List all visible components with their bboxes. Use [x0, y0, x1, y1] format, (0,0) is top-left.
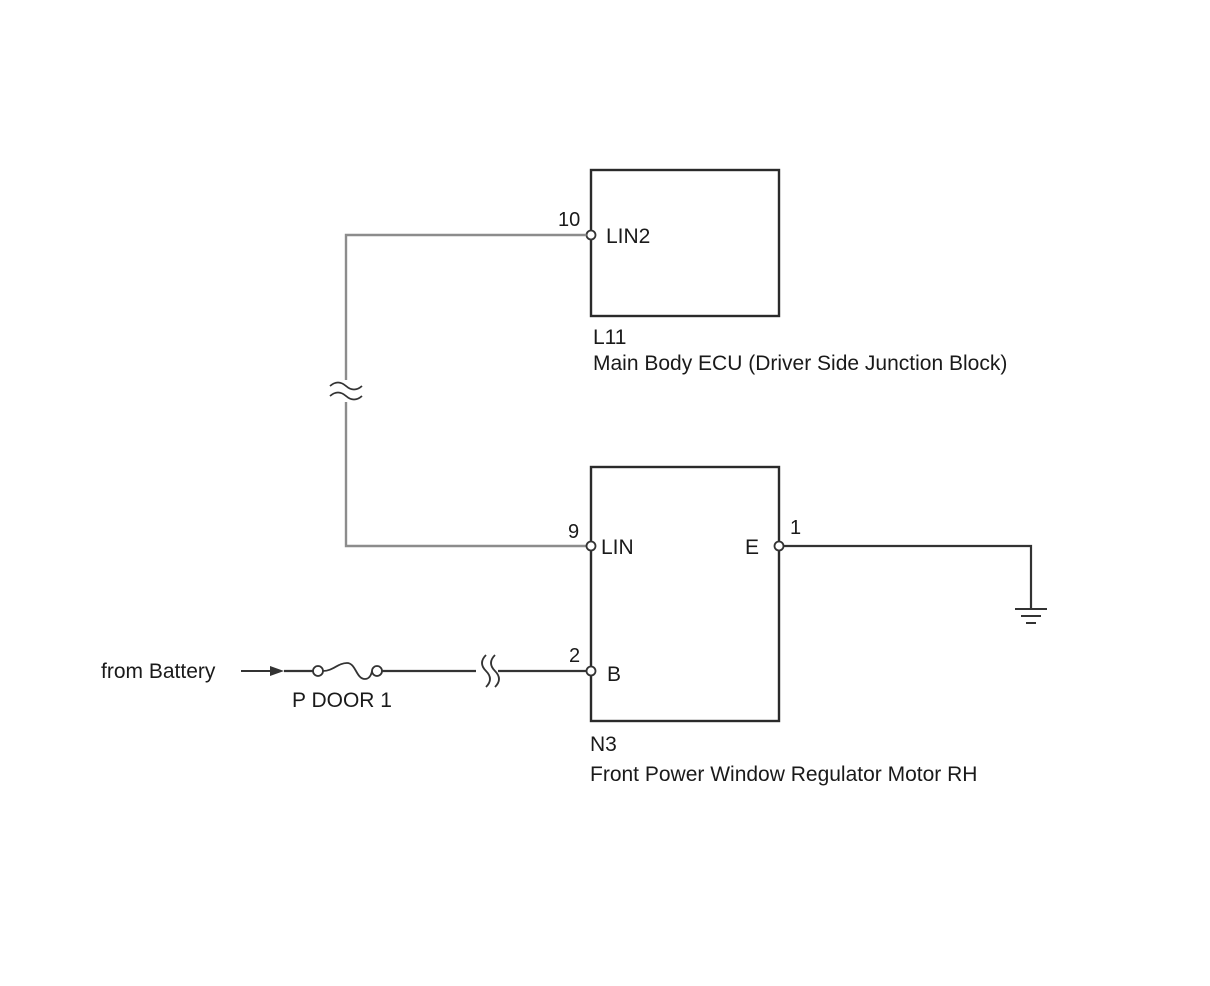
motor-name: Front Power Window Regulator Motor RH — [590, 763, 977, 786]
ecu-component: 10 LIN2 L11 Main Body ECU (Driver Side J… — [558, 168, 1007, 375]
power-source-label: from Battery — [101, 660, 216, 683]
ecu-box — [589, 168, 781, 318]
motor-pin-signal-lin: LIN — [601, 536, 634, 559]
ground-wire-path — [783, 544, 1033, 608]
motor-pin-number-1: 1 — [790, 517, 801, 539]
fuse-label: P DOOR 1 — [292, 689, 392, 712]
break-wavy-icon — [476, 654, 500, 688]
lin-wire-path — [344, 233, 587, 548]
motor-pin-signal-b: B — [607, 663, 621, 686]
ecu-pin-number-10: 10 — [558, 209, 580, 231]
lin-wire — [329, 233, 587, 548]
arrow-right-icon — [241, 666, 284, 676]
ground-wire — [783, 544, 1047, 624]
ground-icon — [1015, 608, 1047, 624]
ecu-name: Main Body ECU (Driver Side Junction Bloc… — [593, 352, 1007, 375]
motor-terminal-1 — [773, 540, 785, 552]
motor-pin-number-9: 9 — [568, 521, 579, 543]
break-wavy-icon — [329, 380, 363, 402]
ecu-code: L11 — [593, 326, 626, 349]
ecu-pin-signal-lin2: LIN2 — [606, 225, 650, 248]
motor-box — [589, 465, 781, 723]
motor-pin-signal-e: E — [745, 536, 759, 559]
fuse-icon — [312, 662, 383, 680]
motor-pin-number-2: 2 — [569, 645, 580, 667]
motor-terminal-9 — [585, 540, 597, 552]
motor-component: 9 LIN 1 E 2 B N3 Front Power Window Regu… — [568, 465, 977, 786]
motor-terminal-2 — [585, 665, 597, 677]
motor-code: N3 — [590, 733, 617, 756]
ecu-terminal-10 — [585, 229, 597, 241]
power-wire: from Battery P DOOR 1 — [101, 654, 587, 712]
